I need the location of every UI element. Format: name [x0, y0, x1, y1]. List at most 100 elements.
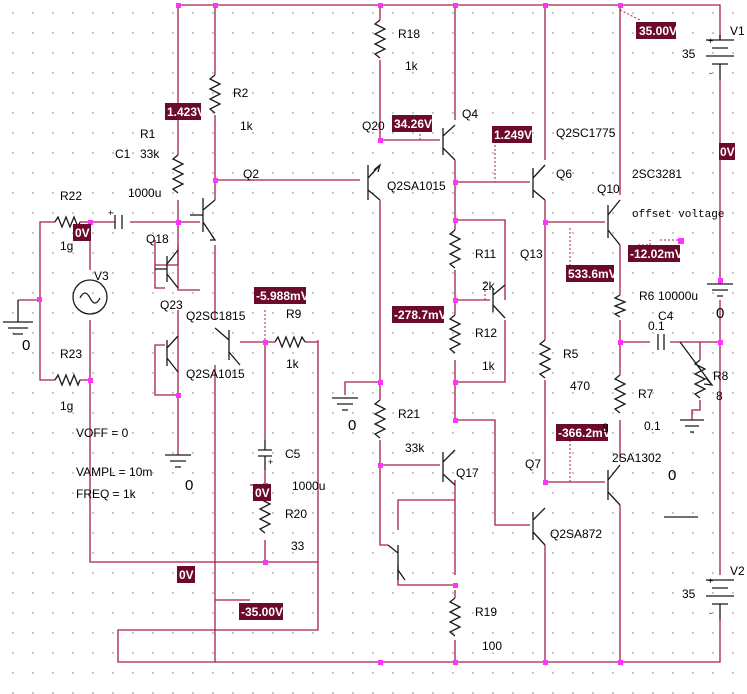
label-q7: Q7: [525, 457, 541, 471]
transistor-q2: [202, 198, 217, 241]
transistor-2sc1815: [214, 327, 241, 366]
ground-r21: [332, 397, 358, 411]
resistor-r11: [448, 229, 462, 269]
label-v3: V3: [94, 269, 109, 283]
grounds: [3, 280, 733, 518]
param-vampl: VAMPL = 10m: [76, 465, 152, 479]
part-2sc3281: 2SC3281: [632, 167, 682, 181]
svg-text:+: +: [268, 457, 273, 467]
ground-label-r21: 0: [348, 417, 356, 434]
param-freq: FREQ = 1k: [76, 487, 137, 501]
part-2sa1015-a: Q2SA1015: [186, 367, 245, 381]
resistor-r19: [448, 597, 462, 637]
value-r18: 1k: [405, 59, 419, 73]
tag-0v-right: 0V: [720, 145, 735, 159]
value-r7: 0.1: [644, 419, 661, 433]
value-r12: 1k: [482, 359, 496, 373]
component-labels: R1 33k C1 1000u R2 1k R18 1k R22 1g R23 …: [22, 24, 745, 653]
svg-text:+: +: [708, 36, 713, 46]
tag-1249v: 1.249V: [494, 128, 532, 142]
ground-label-mid: 0: [668, 467, 676, 484]
label-r11: R11: [475, 247, 496, 261]
capacitor-c5: [258, 449, 272, 457]
value-r1: 33k: [140, 147, 160, 161]
resistor-r1: [171, 154, 185, 194]
svg-text:-: -: [709, 68, 712, 78]
ground-label-left: 0: [22, 337, 30, 354]
value-r5: 470: [570, 379, 590, 393]
value-r9: 1k: [286, 357, 300, 371]
capacitor-c1: [114, 215, 123, 229]
label-v1: V1: [730, 24, 745, 38]
label-r2: R2: [233, 86, 249, 100]
value-c5: 1000u: [292, 479, 325, 493]
value-r8: 8: [716, 389, 723, 403]
label-r8-extra: 8: [602, 421, 609, 435]
transistor-q2sa872: [532, 507, 546, 546]
label-r7: R7: [638, 387, 654, 401]
label-r9: R9: [286, 307, 302, 321]
part-2sa1302: 2SA1302: [612, 451, 662, 465]
resistor-r23: [54, 373, 81, 387]
svg-text:+: +: [708, 576, 713, 586]
battery-v1: [706, 35, 734, 80]
tag-neg35v: -35.00V: [241, 605, 283, 619]
part-2sc1775: Q2SC1775: [556, 126, 616, 140]
label-q2: Q2: [243, 167, 259, 181]
part-2sa1015-b: Q2SA1015: [387, 179, 446, 193]
part-2sa872: Q2SA872: [550, 527, 602, 541]
transistors: [155, 124, 621, 581]
label-r5: R5: [563, 347, 579, 361]
label-q18: Q18: [146, 232, 169, 246]
transistor-q23: [166, 335, 179, 373]
value-r23: 1g: [60, 399, 73, 413]
tag-35v: 35.00V: [639, 24, 677, 38]
value-r19: 100: [482, 639, 502, 653]
value-c4: 0.1: [648, 319, 665, 333]
resistor-r8: [693, 359, 707, 399]
label-r1: R1: [140, 127, 156, 141]
tag-1423v: 1.423V: [167, 105, 205, 119]
label-r20: R20: [285, 507, 307, 521]
value-r20: 33: [291, 539, 305, 553]
label-q20: Q20: [362, 119, 385, 133]
svg-text:+: +: [108, 208, 113, 218]
transistor-q10: [607, 199, 621, 246]
tag-3662mv: -366.2mV: [558, 426, 611, 440]
capacitor-c4: [657, 334, 665, 350]
tag-0v-input: 0V: [75, 226, 90, 240]
wires: [18, 4, 721, 663]
param-voff: VOFF = 0: [76, 426, 129, 440]
resistor-r2: [208, 74, 222, 114]
tag-0v-c5: 0V: [255, 486, 270, 500]
source-v3: [72, 279, 108, 315]
transistor-q13: [492, 284, 506, 319]
label-v2: V2: [730, 564, 745, 578]
tag-3426v: 34.26V: [394, 117, 432, 131]
resistor-r12: [448, 314, 462, 354]
label-q6: Q6: [556, 167, 572, 181]
sources: + - + -: [72, 35, 734, 620]
resistor-r21: [373, 399, 387, 439]
transistor-q6: [532, 164, 546, 201]
voltage-tags: 35.00V 1.423V 34.26V 1.249V 0V 0V -12.02…: [73, 22, 735, 620]
tag-2787mv: -278.7mV: [394, 308, 447, 322]
resistor-r5: [538, 339, 552, 379]
value-r6: 10000u: [658, 289, 698, 303]
net-offset-voltage: offset voltage: [632, 209, 724, 221]
label-r21: R21: [398, 407, 420, 421]
battery-v2: [706, 579, 734, 620]
transistor-q18: [166, 249, 179, 289]
nodes: [37, 3, 723, 665]
value-r2: 1k: [240, 119, 254, 133]
capacitors: + +: [108, 208, 665, 470]
ground-r8: [680, 419, 704, 433]
label-q13: Q13: [520, 247, 543, 261]
transistor-2sa1302: [607, 464, 621, 506]
label-r23: R23: [60, 347, 82, 361]
label-c5: C5: [285, 447, 301, 461]
label-r22: R22: [60, 189, 82, 203]
svg-text:-: -: [709, 608, 712, 618]
